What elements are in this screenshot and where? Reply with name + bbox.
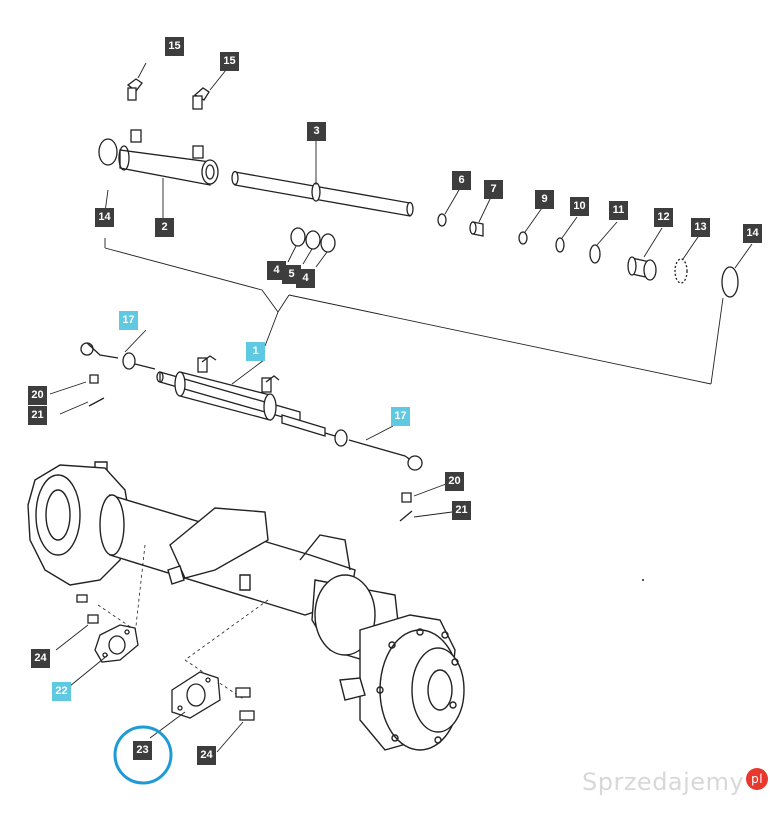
o-rings-4-5-4	[290, 227, 336, 253]
leader-lines-middle	[49, 329, 453, 518]
part-label-20: 20	[445, 472, 464, 491]
watermark-badge: pl	[746, 768, 769, 790]
part-label-17: 17	[391, 407, 410, 426]
part-label-21: 21	[28, 406, 47, 425]
part-label-12: 12	[654, 208, 673, 227]
dot-marker	[642, 579, 644, 581]
bolts-24	[76, 594, 255, 721]
part-label-11: 11	[609, 201, 628, 220]
tie-rod-end-left	[80, 342, 156, 407]
part-label-9: 9	[535, 190, 554, 209]
part-label-20: 20	[28, 386, 47, 405]
flange-gasket-22	[94, 624, 139, 663]
tie-rod-end-right	[324, 429, 423, 522]
leader-lines-bottom	[55, 624, 244, 753]
part-label-4: 4	[267, 261, 286, 280]
fitting-15-right	[192, 87, 210, 159]
watermark-text: Sprzedajemy	[582, 768, 745, 796]
cylinder-body-2	[98, 138, 219, 186]
part-label-14: 14	[95, 208, 114, 227]
part-label-21: 21	[452, 501, 471, 520]
leader-bracket-lines	[104, 62, 753, 385]
cylinder-assembly-1	[156, 355, 326, 437]
part-label-23: 23	[133, 741, 152, 760]
part-label-6: 6	[452, 171, 471, 190]
part-label-3: 3	[307, 122, 326, 141]
part-label-15: 15	[165, 37, 184, 56]
part-label-2: 2	[155, 218, 174, 237]
part-label-1: 1	[246, 342, 265, 361]
part-label-13: 13	[691, 218, 710, 237]
part-label-7: 7	[484, 180, 503, 199]
part-label-10: 10	[570, 197, 589, 216]
flange-gasket-23	[171, 671, 221, 719]
fitting-15-left	[126, 78, 143, 143]
highlight-circle	[113, 725, 173, 785]
part-label-15: 15	[220, 52, 239, 71]
part-label-22: 22	[52, 682, 71, 701]
part-label-4: 4	[296, 269, 315, 288]
seal-parts-row	[437, 213, 739, 298]
part-label-14: 14	[743, 224, 762, 243]
axle-housing	[27, 461, 465, 751]
part-label-17: 17	[119, 311, 138, 330]
part-label-24: 24	[31, 649, 50, 668]
part-label-24: 24	[197, 746, 216, 765]
piston-rod-3	[231, 170, 414, 217]
